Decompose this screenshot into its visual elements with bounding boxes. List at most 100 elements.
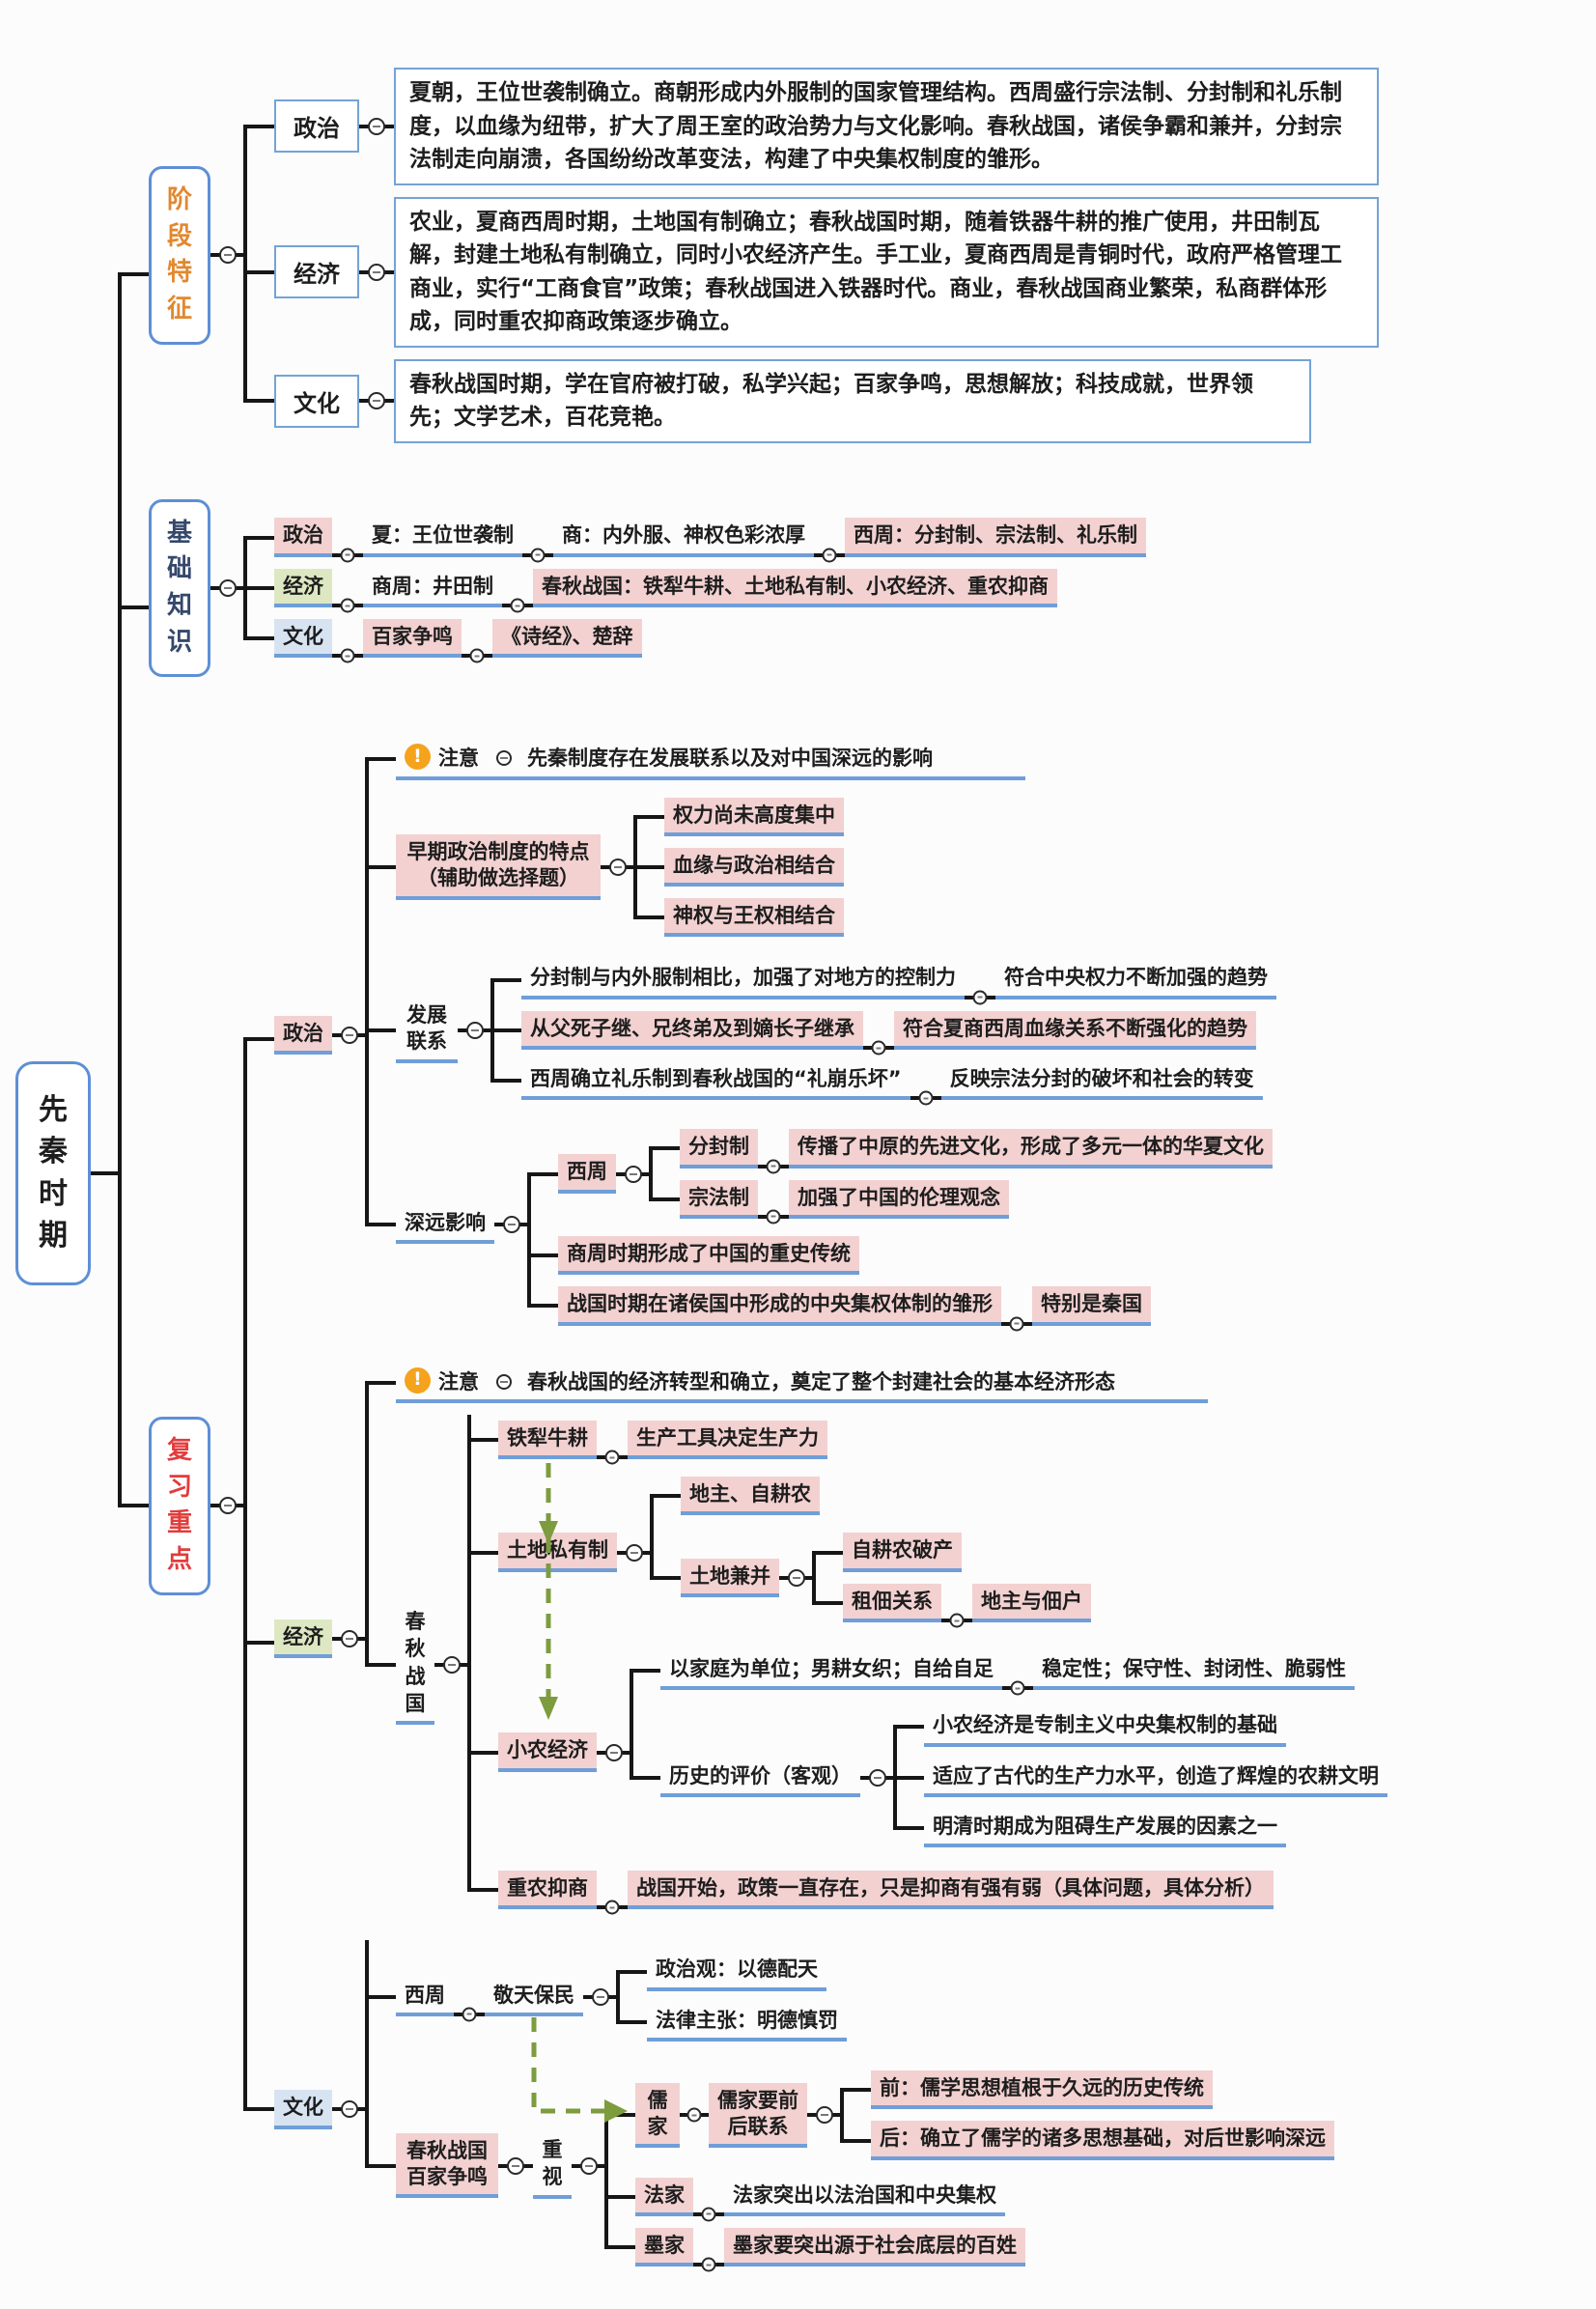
development-point[interactable]: 西周确立礼乐制到春秋战国的“礼崩乐坏”	[521, 1061, 910, 1101]
collapse-toggle[interactable]	[822, 548, 837, 563]
collapse-toggle[interactable]	[340, 598, 355, 613]
stage-culture-label[interactable]: 文化	[274, 374, 359, 428]
xiaonong-qualities[interactable]: 稳定性；保守性、封闭性、脆弱性	[1033, 1651, 1355, 1691]
review-politics-tag[interactable]: 政治	[274, 1015, 332, 1056]
tieli-label[interactable]: 铁犁牛耕	[498, 1420, 597, 1460]
dizhu-node[interactable]: 地主、自耕农	[681, 1477, 820, 1516]
basics-politics-item[interactable]: 西周：分封制、宗法制、礼乐制	[845, 518, 1146, 557]
fengjian-effect[interactable]: 传播了中原的先进文化，形成了多元一体的华夏文化	[789, 1129, 1273, 1169]
collapse-toggle[interactable]	[368, 117, 385, 135]
culture-xizhou-label[interactable]: 西周	[396, 1978, 454, 2016]
stage-politics-label[interactable]: 政治	[274, 99, 359, 154]
zudian-label[interactable]: 租佃关系	[843, 1583, 941, 1622]
rujia-label[interactable]: 儒家	[635, 2082, 680, 2149]
collapse-toggle[interactable]	[341, 1026, 358, 1044]
root-node[interactable]: 先秦时期	[15, 1060, 91, 1285]
pingjia-label[interactable]: 历史的评价（客观）	[660, 1759, 860, 1797]
zhongnong-label[interactable]: 重农抑商	[498, 1871, 597, 1910]
development-conclusion[interactable]: 符合中央权力不断加强的趋势	[995, 960, 1276, 1000]
xiaonong-label[interactable]: 小农经济	[498, 1732, 597, 1772]
collapse-toggle[interactable]	[341, 2100, 358, 2119]
collapse-toggle[interactable]	[443, 1656, 461, 1675]
basics-culture-tag[interactable]: 文化	[274, 619, 332, 659]
stage-node[interactable]: 阶段特征	[149, 165, 210, 345]
collapse-toggle[interactable]	[219, 1497, 237, 1515]
collapse-toggle[interactable]	[609, 858, 627, 876]
basics-economy-item[interactable]: 商周：井田制	[363, 569, 502, 608]
collapse-toggle[interactable]	[341, 1630, 358, 1647]
collapse-toggle[interactable]	[368, 263, 385, 281]
stage-economy-label[interactable]: 经济	[274, 245, 359, 298]
zhongshi-label[interactable]: 重视	[533, 2133, 572, 2199]
zongfa-effect[interactable]: 加强了中国的伦理观念	[789, 1179, 1009, 1219]
collapse-toggle[interactable]	[510, 598, 525, 613]
early-item[interactable]: 血缘与政治相结合	[664, 847, 844, 887]
tudi-label[interactable]: 土地私有制	[498, 1533, 617, 1572]
collapse-toggle[interactable]	[604, 1900, 620, 1915]
early-item[interactable]: 神权与王权相结合	[664, 898, 844, 938]
pingjia-item[interactable]: 明清时期成为阻碍生产发展的因素之一	[924, 1809, 1286, 1848]
basics-economy-item[interactable]: 春秋战国：铁犁牛耕、土地私有制、小农经济、重农抑商	[533, 568, 1057, 608]
rujia-before[interactable]: 前：儒学思想植根于久远的历史传统	[871, 2070, 1213, 2110]
influence-xizhou-label[interactable]: 西周	[558, 1154, 616, 1194]
collapse-toggle[interactable]	[918, 1090, 934, 1106]
basics-culture-item[interactable]: 《诗经》、楚辞	[492, 619, 642, 659]
collapse-toggle[interactable]	[507, 2156, 524, 2175]
stage-politics-text[interactable]: 夏朝，王位世袭制确立。商朝形成内外服制的国家管理结构。西周盛行宗法制、分封制和礼…	[394, 68, 1379, 185]
jingtianbaomin-label[interactable]: 敬天保民	[485, 1978, 583, 2016]
review-economy-tag[interactable]: 经济	[274, 1619, 332, 1659]
fajia-label[interactable]: 法家	[635, 2177, 693, 2216]
collapse-toggle[interactable]	[496, 1373, 512, 1390]
rujia-after[interactable]: 后：确立了儒学的诸多思想基础，对后世影响深远	[871, 2121, 1334, 2160]
basics-politics-tag[interactable]: 政治	[274, 518, 332, 557]
pingjia-item[interactable]: 适应了古代的生产力水平，创造了辉煌的农耕文明	[924, 1759, 1387, 1797]
collapse-toggle[interactable]	[340, 648, 355, 663]
baijia-label[interactable]: 春秋战国百家争鸣	[396, 2132, 498, 2199]
basics-politics-item[interactable]: 商：内外服、神权色彩浓厚	[553, 518, 814, 557]
early-item[interactable]: 权力尚未高度集中	[664, 797, 844, 836]
legal-view[interactable]: 法律主张：明德慎罚	[647, 2003, 847, 2042]
collapse-toggle[interactable]	[788, 1568, 805, 1587]
review-culture-tag[interactable]: 文化	[274, 2090, 332, 2129]
mojia-note[interactable]: 墨家要突出源于社会底层的百姓	[724, 2227, 1025, 2267]
zudian-parties[interactable]: 地主与佃户	[972, 1583, 1091, 1622]
collapse-toggle[interactable]	[686, 2107, 702, 2123]
collapse-toggle[interactable]	[462, 2007, 477, 2022]
collapse-toggle[interactable]	[972, 990, 988, 1005]
collapse-toggle[interactable]	[469, 648, 485, 663]
development-point[interactable]: 分封制与内外服制相比，加强了对地方的控制力	[521, 960, 965, 1000]
collapse-toggle[interactable]	[816, 2106, 833, 2125]
collapse-toggle[interactable]	[530, 548, 546, 563]
development-label[interactable]: 发展联系	[396, 998, 458, 1063]
pochan-node[interactable]: 自耕农破产	[843, 1533, 962, 1572]
chunqiu-label[interactable]: 春秋战国	[396, 1605, 434, 1726]
collapse-toggle[interactable]	[1009, 1316, 1024, 1332]
collapse-toggle[interactable]	[340, 548, 355, 563]
shangzhou-tradition[interactable]: 商周时期形成了中国的重史传统	[558, 1235, 859, 1276]
collapse-toggle[interactable]	[466, 1021, 484, 1039]
review-node[interactable]: 复习重点	[149, 1416, 210, 1595]
collapse-toggle[interactable]	[219, 578, 237, 597]
rujia-link-label[interactable]: 儒家要前后联系	[709, 2082, 807, 2149]
jianbing-label[interactable]: 土地兼并	[681, 1558, 779, 1597]
basics-economy-tag[interactable]: 经济	[274, 568, 332, 608]
development-point[interactable]: 从父死子继、兄终弟及到嫡长子继承	[521, 1010, 863, 1051]
zhanguo-qin[interactable]: 特别是秦国	[1032, 1286, 1151, 1326]
collapse-toggle[interactable]	[605, 1743, 623, 1761]
basics-node[interactable]: 基础知识	[149, 498, 210, 678]
collapse-toggle[interactable]	[869, 1768, 886, 1787]
collapse-toggle[interactable]	[625, 1165, 642, 1183]
tieli-note[interactable]: 生产工具决定生产力	[628, 1420, 827, 1460]
collapse-toggle[interactable]	[626, 1543, 643, 1562]
collapse-toggle[interactable]	[496, 750, 512, 767]
basics-politics-item[interactable]: 夏：王位世袭制	[363, 518, 522, 557]
collapse-toggle[interactable]	[766, 1159, 781, 1174]
early-institutions-label[interactable]: 早期政治制度的特点（辅助做选择题）	[396, 834, 601, 900]
collapse-toggle[interactable]	[219, 246, 237, 265]
influence-label[interactable]: 深远影响	[396, 1205, 494, 1245]
collapse-toggle[interactable]	[592, 1987, 609, 2006]
basics-culture-item[interactable]: 百家争鸣	[363, 619, 462, 659]
stage-economy-text[interactable]: 农业，夏商西周时期，土地国有制确立；春秋战国时期，随着铁器牛耕的推广使用，井田制…	[394, 196, 1379, 348]
